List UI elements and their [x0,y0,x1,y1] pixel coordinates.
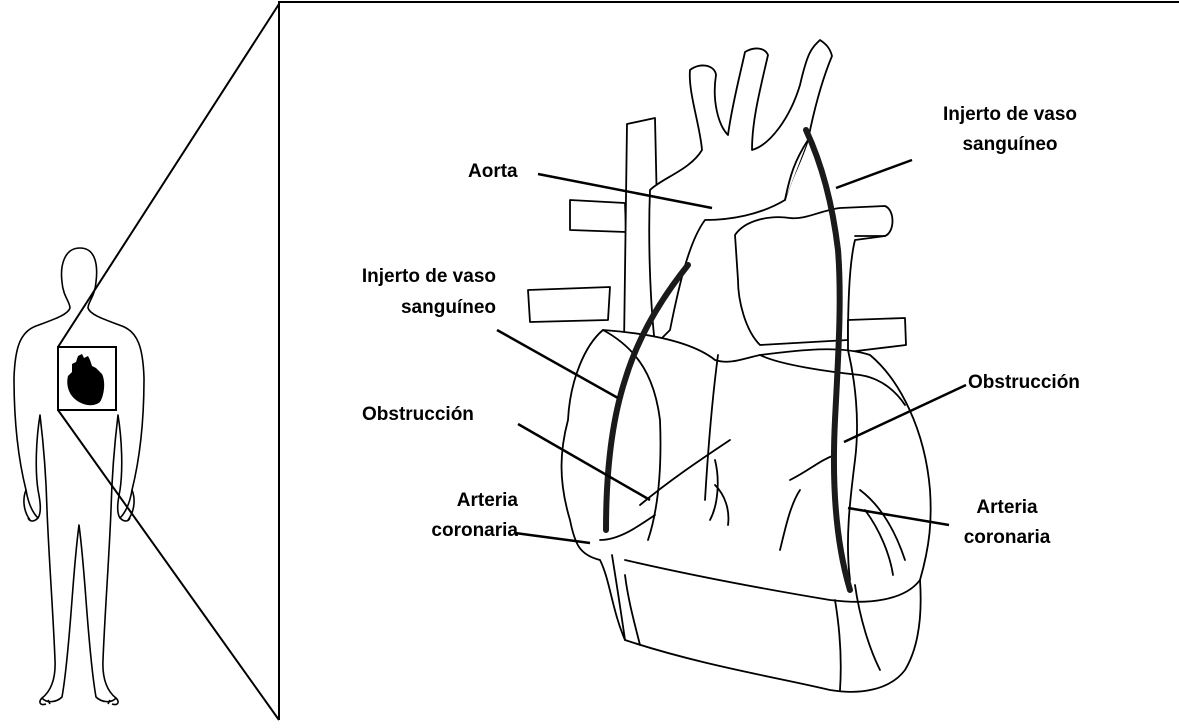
label-coronary-left-line2: coronaria [360,519,518,542]
human-figure [14,248,144,705]
right-pulmonary-vessel [848,318,906,352]
label-obstruction-left: Obstrucción [362,403,474,426]
label-aorta: Aorta [468,160,518,183]
label-coronary-right-line1: Arteria [947,496,1067,519]
left-lower-vessel-branch [528,287,610,322]
label-coronary-right-line2: coronaria [947,526,1067,549]
label-graft-right-line2: sanguíneo [912,133,1108,156]
left-upper-vessel-branch [570,200,626,232]
label-graft-left-line2: sanguíneo [300,296,496,319]
chest-heart-box [58,347,116,410]
leader-graft-right [836,160,912,188]
label-obstruction-right: Obstrucción [968,371,1080,394]
label-graft-left-line1: Injerto de vaso [300,265,496,288]
large-heart [528,40,931,692]
zoom-line-top [58,4,279,347]
zoom-line-bottom [58,410,279,720]
heart-body [562,330,931,692]
label-coronary-left-line1: Arteria [360,489,518,512]
label-graft-right-line1: Injerto de vaso [912,103,1108,126]
